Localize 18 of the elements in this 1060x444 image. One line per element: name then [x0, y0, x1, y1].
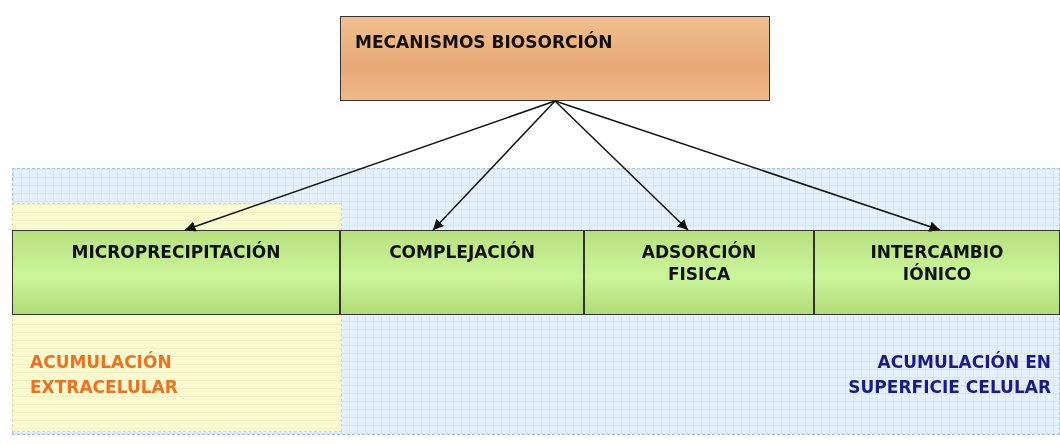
arrow — [432, 100, 556, 231]
region-label: ACUMULACIÓN EXTRACELULAR — [30, 350, 179, 399]
region-label: ACUMULACIÓN EN SUPERFICIE CELULAR — [847, 350, 1051, 399]
arrow — [554, 100, 689, 231]
region-band — [12, 168, 1060, 435]
box-label: MECANISMOS BIOSORCIÓN — [355, 31, 614, 54]
box-label: MICROPRECIPITACIÓN — [70, 241, 282, 263]
mechanism-box — [12, 230, 340, 315]
region-band — [12, 203, 342, 432]
title-box — [340, 16, 770, 101]
mechanism-box — [584, 230, 814, 315]
arrow — [184, 100, 556, 232]
mechanism-box — [340, 230, 584, 315]
box-label: COMPLEJACIÓN — [388, 241, 536, 263]
box-label: INTERCAMBIO IÓNICO — [869, 241, 1005, 285]
arrow — [554, 100, 941, 232]
mechanism-box — [814, 230, 1060, 315]
box-label: ADSORCIÓN FISICA — [640, 241, 758, 285]
